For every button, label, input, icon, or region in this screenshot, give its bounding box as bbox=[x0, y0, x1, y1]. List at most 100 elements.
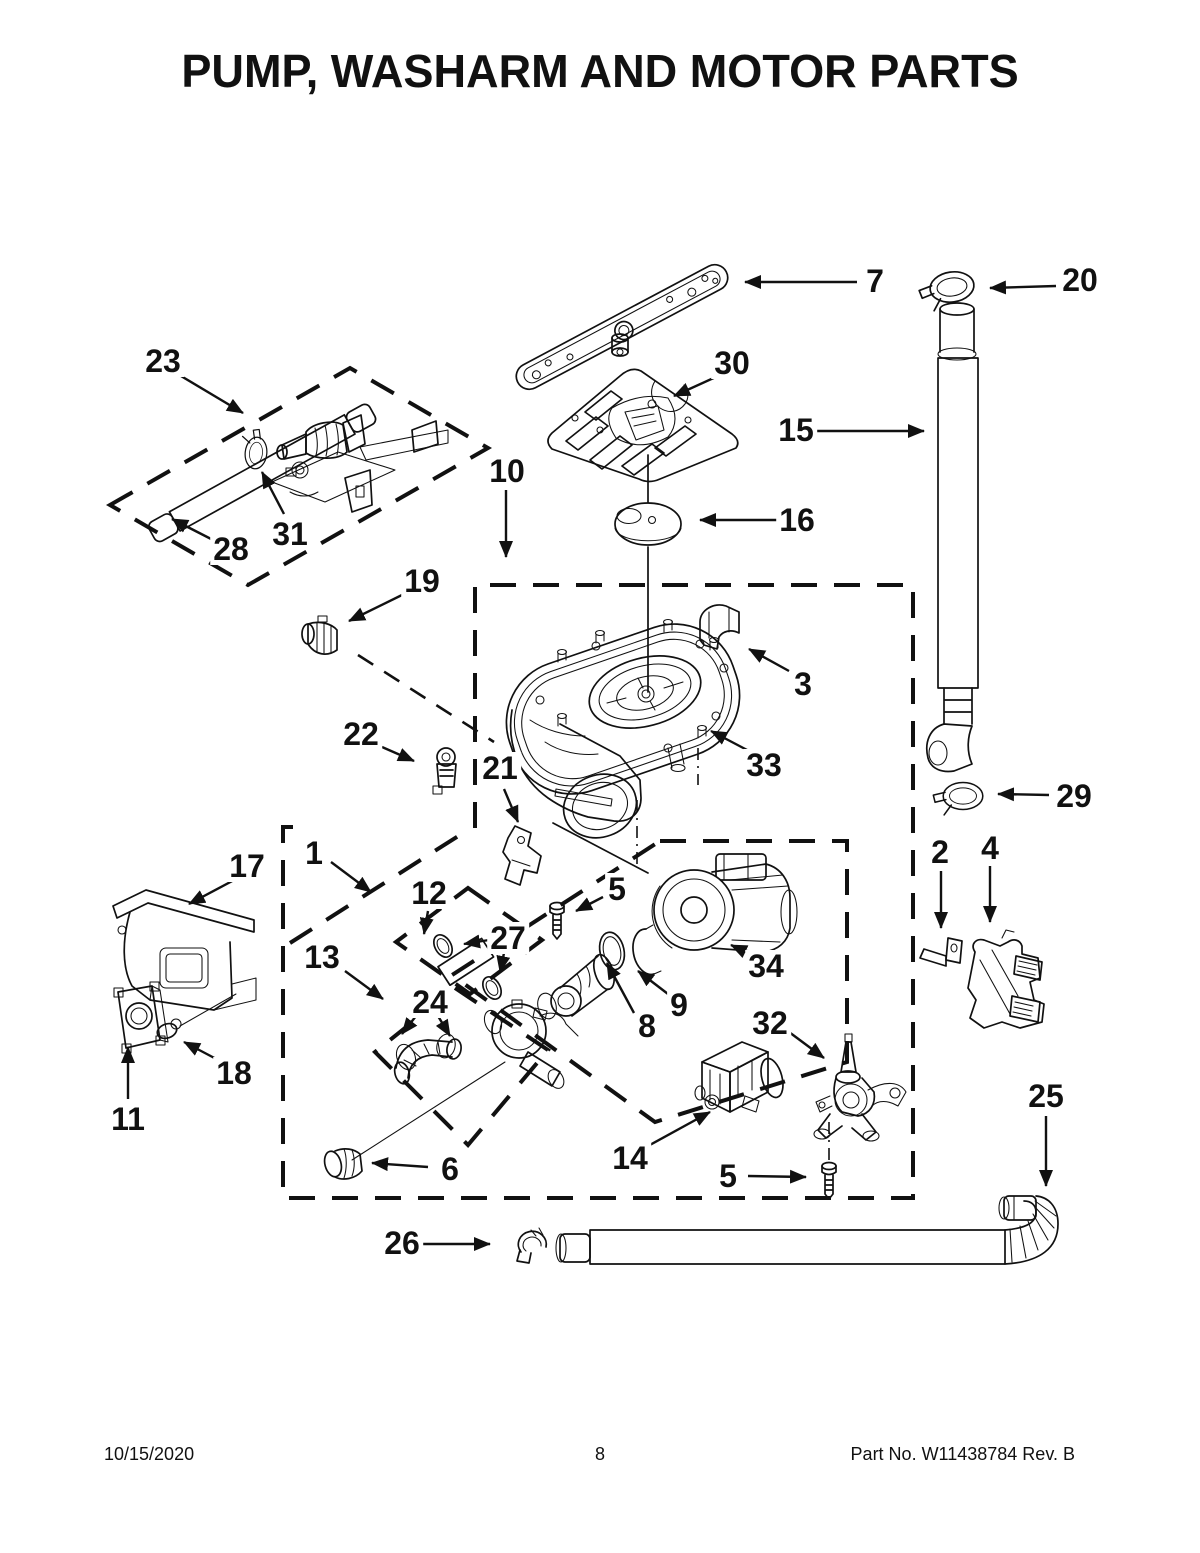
callout-arrow-5 bbox=[575, 895, 604, 913]
callout-arrow-23 bbox=[180, 374, 244, 415]
part-17-drawing bbox=[112, 889, 257, 1011]
callout-label-23: 23 bbox=[142, 345, 184, 377]
callout-arrow-19 bbox=[348, 592, 405, 623]
callout-arrow-22 bbox=[381, 745, 415, 763]
part-11-drawing bbox=[113, 981, 169, 1054]
callout-arrow-21 bbox=[502, 788, 520, 823]
part-9-drawing bbox=[598, 924, 662, 976]
footer-page-number: 8 bbox=[594, 1444, 606, 1464]
callout-arrow-31 bbox=[260, 471, 286, 515]
group-box-23 bbox=[105, 365, 493, 588]
part-20-drawing bbox=[916, 268, 978, 314]
part-16-drawing bbox=[614, 502, 682, 546]
callout-arrow-13 bbox=[344, 970, 384, 1000]
callout-arrow-3 bbox=[748, 647, 790, 673]
footer-part-info: Part No. W11438784 Rev. B bbox=[850, 1444, 1075, 1464]
callout-arrow-24 bbox=[401, 1015, 418, 1035]
callout-label-27: 27 bbox=[487, 922, 529, 954]
callout-arrow-20 bbox=[989, 280, 1057, 295]
callout-label-19: 19 bbox=[401, 565, 443, 597]
part-3-drawing bbox=[699, 604, 740, 650]
part-2-drawing bbox=[919, 937, 963, 967]
part-7-drawing bbox=[515, 263, 729, 391]
part-24-drawing bbox=[393, 1033, 462, 1085]
callout-label-4: 4 bbox=[978, 832, 1002, 864]
callout-label-33: 33 bbox=[743, 749, 785, 781]
callout-label-6: 6 bbox=[438, 1153, 462, 1185]
part-34-drawing bbox=[651, 853, 798, 953]
callout-label-22: 22 bbox=[340, 718, 382, 750]
callout-label-18: 18 bbox=[213, 1057, 255, 1089]
callout-label-32: 32 bbox=[749, 1007, 791, 1039]
callout-label-24: 24 bbox=[409, 986, 451, 1018]
callout-label-16: 16 bbox=[776, 504, 818, 536]
part-29-drawing bbox=[932, 781, 984, 816]
page-title: PUMP, WASHARM AND MOTOR PARTS bbox=[181, 45, 1019, 97]
callout-label-11: 11 bbox=[108, 1103, 148, 1135]
part-30-drawing bbox=[547, 368, 739, 483]
callout-label-10: 10 bbox=[486, 455, 528, 487]
part-5-screw-bottom bbox=[821, 1161, 837, 1200]
callout-label-25: 25 bbox=[1025, 1080, 1067, 1112]
part-25-drawing bbox=[555, 1195, 1059, 1265]
callout-label-9: 9 bbox=[667, 989, 691, 1021]
part-6-drawing bbox=[323, 1148, 363, 1180]
callout-label-28: 28 bbox=[210, 533, 252, 565]
part-5-screw-top bbox=[549, 901, 565, 940]
part-8-drawing bbox=[537, 953, 616, 1020]
callout-label-13: 13 bbox=[301, 941, 343, 973]
callout-arrow-17 bbox=[188, 877, 237, 906]
callout-arrow-27 bbox=[463, 934, 490, 949]
callout-arrow-9 bbox=[637, 970, 669, 995]
callout-label-30: 30 bbox=[711, 347, 753, 379]
callout-arrow-14 bbox=[647, 1110, 711, 1148]
callout-label-5: 5 bbox=[716, 1160, 740, 1192]
part-33-drawing bbox=[505, 618, 741, 839]
footer-date: 10/15/2020 bbox=[104, 1444, 195, 1464]
part-19-drawing bbox=[301, 615, 338, 655]
callout-label-7: 7 bbox=[863, 265, 887, 297]
callout-arrow-24 bbox=[435, 1015, 452, 1037]
pump-housing-drawing bbox=[483, 999, 579, 1089]
callout-arrow-29 bbox=[997, 787, 1050, 802]
callout-label-26: 26 bbox=[381, 1227, 423, 1259]
callout-label-17: 17 bbox=[226, 850, 268, 882]
callout-label-29: 29 bbox=[1053, 780, 1095, 812]
callout-label-20: 20 bbox=[1059, 264, 1101, 296]
axis-lines bbox=[351, 454, 830, 1162]
callout-label-12: 12 bbox=[408, 877, 450, 909]
group-box-10-1 bbox=[281, 583, 915, 1200]
callout-arrow-1 bbox=[330, 861, 372, 893]
callout-label-21: 21 bbox=[479, 752, 521, 784]
callout-arrow-6 bbox=[371, 1157, 429, 1172]
part-32-drawing bbox=[813, 1033, 907, 1142]
callout-label-15: 15 bbox=[775, 414, 817, 446]
part-18-drawing bbox=[156, 993, 237, 1040]
part-4-drawing bbox=[967, 929, 1045, 1029]
callout-arrow-32 bbox=[788, 1031, 825, 1059]
part-15-drawing bbox=[925, 302, 979, 773]
callout-arrow-8 bbox=[605, 962, 636, 1014]
callout-arrow-33 bbox=[710, 729, 750, 753]
part-31-drawing bbox=[238, 427, 270, 471]
callout-label-1: 1 bbox=[302, 837, 326, 869]
callout-label-14: 14 bbox=[609, 1142, 651, 1174]
callout-label-31: 31 bbox=[269, 518, 311, 550]
callout-arrow-5 bbox=[747, 1169, 807, 1184]
callout-arrow-27 bbox=[496, 952, 511, 973]
part-21-drawing bbox=[502, 825, 542, 886]
part-26-drawing bbox=[516, 1227, 548, 1264]
callout-arrow-12 bbox=[419, 910, 434, 935]
part-14-drawing bbox=[694, 1041, 784, 1113]
callout-label-5: 5 bbox=[605, 873, 629, 905]
part-22-drawing bbox=[432, 747, 457, 795]
callout-arrow-30 bbox=[673, 374, 719, 398]
group-box-1-diagonal bbox=[288, 831, 465, 945]
callout-label-8: 8 bbox=[635, 1010, 659, 1042]
callout-arrow-28 bbox=[171, 517, 216, 543]
part-23-drawing bbox=[271, 414, 449, 513]
callout-label-2: 2 bbox=[928, 836, 952, 868]
